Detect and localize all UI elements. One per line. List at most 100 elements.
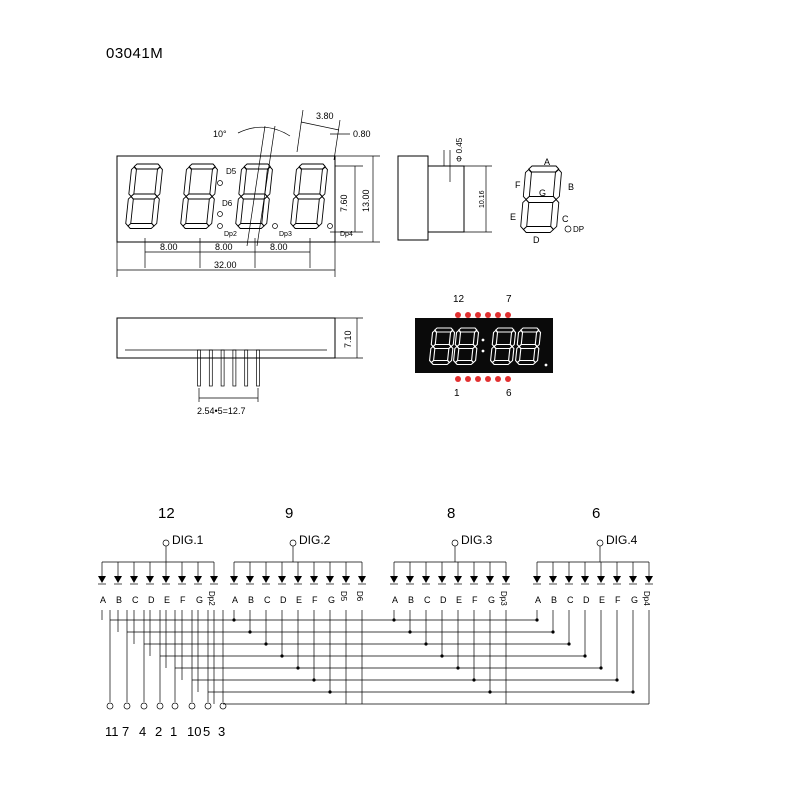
digit-label: DIG.1: [172, 533, 204, 547]
segment-label: E: [296, 595, 302, 605]
bottom-pin-number: 11: [105, 724, 119, 739]
digit-pin-number: 12: [158, 505, 175, 522]
legend-digit-seg-d: [522, 226, 555, 233]
fv-digit-4-seg-c: [316, 195, 325, 227]
digit-pin-number: 9: [285, 505, 293, 522]
segment-label: D: [440, 595, 447, 605]
photo-digit-4-seg-g: [518, 343, 538, 350]
led-diode: [246, 576, 254, 583]
legend-dp: DP: [573, 225, 584, 234]
fv-digit-1-seg-a: [133, 163, 161, 170]
bottom-pin-number: 2: [155, 724, 162, 739]
bottom-pin-terminal: [188, 702, 196, 710]
segment-label: A: [232, 595, 238, 605]
led-diode: [390, 576, 398, 583]
label-d6: D6: [222, 199, 233, 208]
legend-a: A: [544, 157, 550, 167]
led-diode: [565, 576, 573, 583]
segment-label: G: [488, 595, 495, 605]
segment-label: A: [535, 595, 541, 605]
fv-digit-4-seg-e: [290, 195, 299, 227]
dim-pitch-3: 8.00: [270, 242, 288, 252]
segment-label: Dp2: [207, 591, 216, 606]
led-diode: [294, 576, 302, 583]
led-diode: [438, 576, 446, 583]
dim-32-00: 32.00: [214, 260, 237, 270]
label-dp2: Dp2: [224, 231, 237, 238]
label-dp3: Dp3: [279, 231, 292, 238]
fv-digit-4-seg-d: [292, 223, 320, 229]
bottom-pin-number: 3: [218, 724, 225, 739]
part-number-title: 03041M: [106, 45, 164, 62]
dim-7-10: 7.10: [343, 330, 353, 348]
dim-3-80: 3.80: [316, 111, 334, 121]
bottom-pin-number: 5: [203, 724, 210, 739]
photo-digit-2: [453, 327, 480, 366]
bottom-pin-terminal: [106, 702, 114, 710]
fv-digit-4-seg-f: [293, 166, 302, 198]
led-diode: [114, 576, 122, 583]
photo-body: [415, 318, 553, 373]
fv-digit-4-seg-a: [298, 163, 326, 170]
bottom-pin-terminal: [140, 702, 148, 710]
led-diode: [533, 576, 541, 583]
dim-0-80: 0.80: [353, 129, 371, 139]
segment-label: C: [264, 595, 271, 605]
side-view: Φ 0.45 10.16: [397, 137, 492, 241]
photo-pin-6: 6: [506, 388, 512, 399]
fv-digit-2-seg-a: [188, 163, 216, 170]
digit-label: DIG.2: [299, 533, 331, 547]
bottom-pin-number: 1: [170, 724, 177, 739]
fv-digit-1-seg-d: [127, 223, 155, 229]
bottom-view-pin: [232, 349, 237, 387]
legend-digit-seg-f: [522, 168, 532, 201]
angle-label: 10°: [213, 129, 227, 139]
segment-label: D: [583, 595, 590, 605]
fv-digit-2-seg-e: [180, 195, 189, 227]
dim-13-00: 13.00: [361, 189, 371, 212]
fv-digit-4-seg-b: [319, 166, 328, 198]
segment-label: E: [599, 595, 605, 605]
segment-label: F: [312, 595, 318, 605]
digit-pin-number: 8: [447, 505, 455, 522]
led-diode: [486, 576, 494, 583]
segment-label: F: [615, 595, 621, 605]
photo-pin-1: 1: [454, 388, 460, 399]
photo-bottom-pin-dot: [475, 376, 481, 382]
fv-digit-3-seg-e: [235, 195, 244, 227]
dp3-dot: [272, 223, 278, 229]
fv-digit-3-seg-a: [243, 163, 271, 170]
segment-label: B: [116, 595, 122, 605]
dim-10-16: 10.16: [479, 190, 486, 208]
dp-d6-dot: [217, 211, 223, 217]
dim-pitch-1: 8.00: [160, 242, 178, 252]
photo-digit-3-seg-g: [493, 343, 513, 350]
photo-top-pin-dot: [495, 312, 501, 318]
segment-label: B: [408, 595, 414, 605]
fv-digit-3-seg-c: [261, 195, 270, 227]
bottom-pin-terminal: [156, 702, 164, 710]
photo-digit-1: [429, 327, 456, 366]
segment-label: A: [392, 595, 398, 605]
led-diode: [162, 576, 170, 583]
digit-pin-terminal: [596, 539, 604, 547]
led-diode: [645, 576, 653, 583]
bottom-pin-number: 4: [139, 724, 146, 739]
led-diode: [178, 576, 186, 583]
led-diode: [146, 576, 154, 583]
dp4-dot: [327, 223, 333, 229]
dim-pitch-2: 8.00: [215, 242, 233, 252]
segment-label: B: [551, 595, 557, 605]
photo-digit-3: [490, 327, 517, 366]
fv-digit-2-seg-f: [183, 166, 192, 198]
bottom-view: 7.10 2.54•5=12.7: [116, 317, 363, 416]
led-diode: [310, 576, 318, 583]
display-photo: 12 7 1 6: [415, 294, 553, 399]
segment-label: G: [196, 595, 203, 605]
legend-g: G: [539, 188, 546, 198]
led-diode: [262, 576, 270, 583]
label-d5: D5: [226, 167, 237, 176]
photo-bottom-pin-dot: [455, 376, 461, 382]
